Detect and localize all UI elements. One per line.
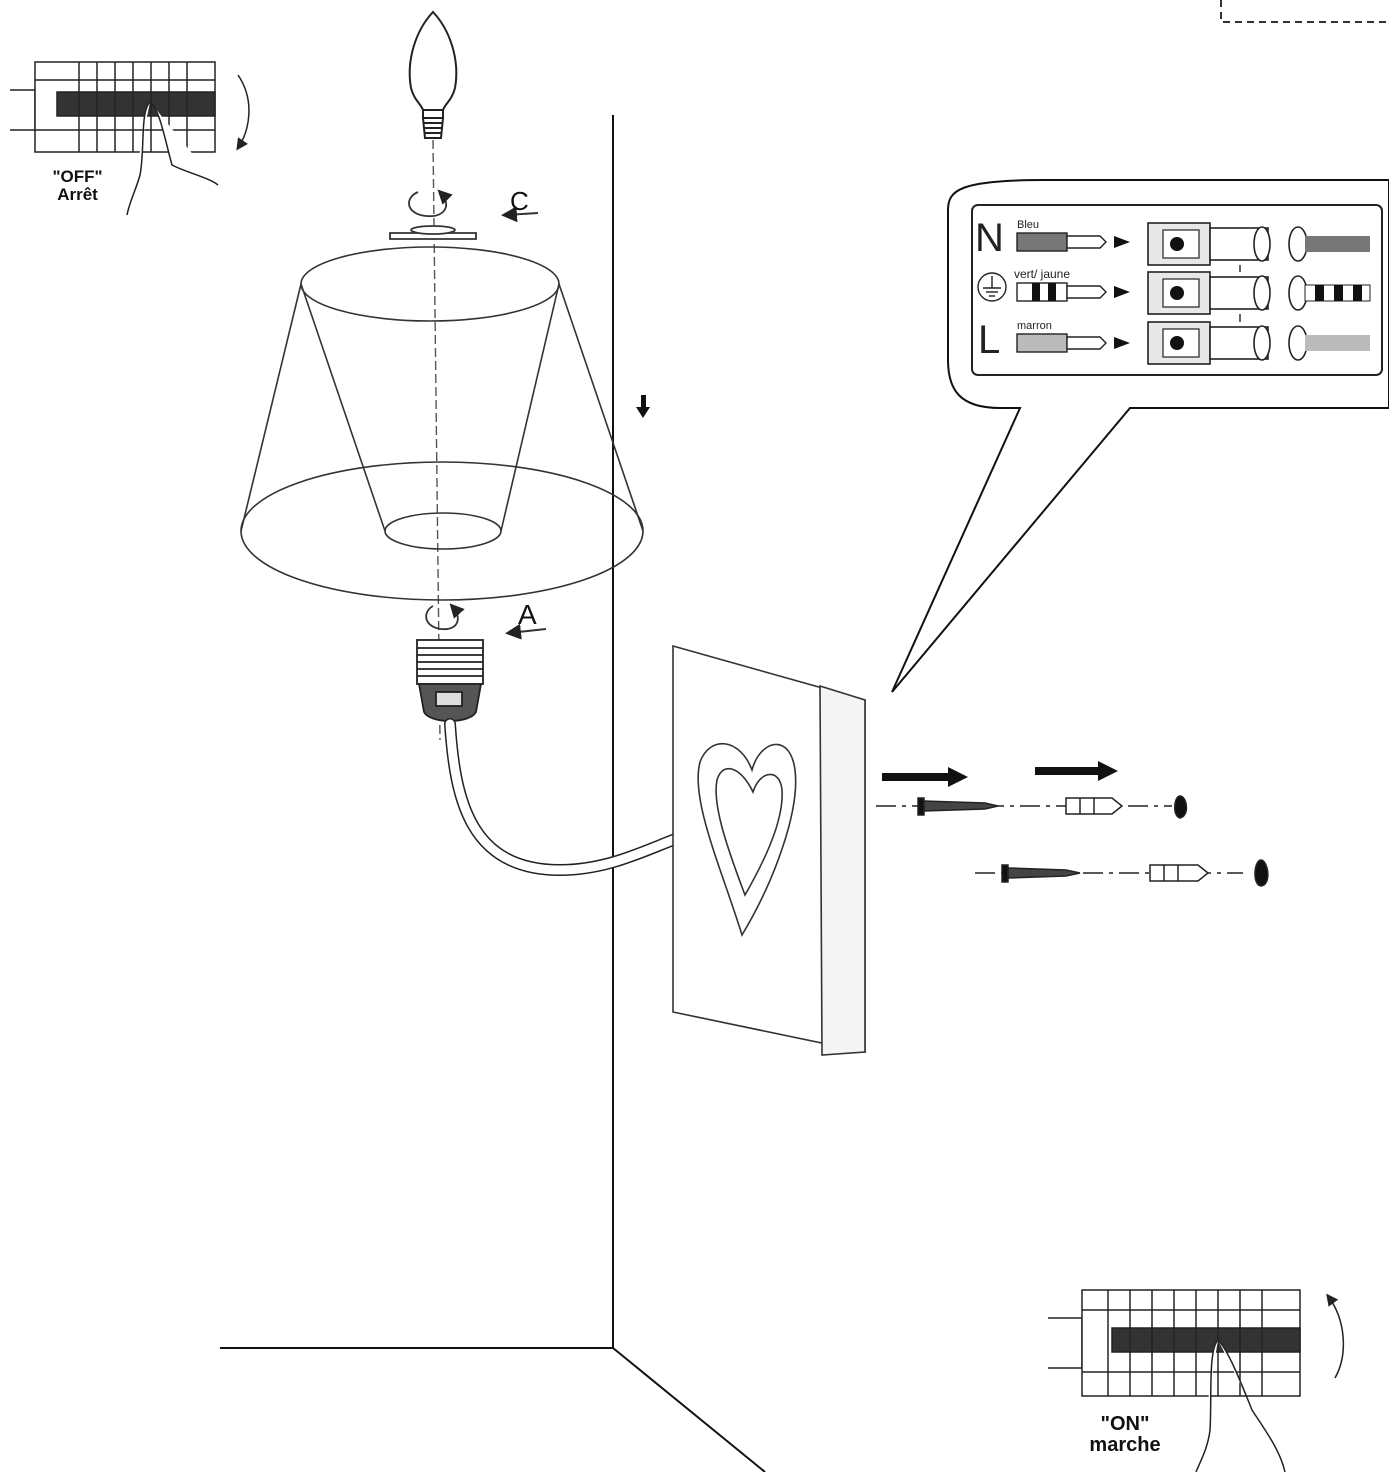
down-arrow-icon: [636, 395, 650, 418]
dashed-frame: [1220, 0, 1389, 23]
arrow-a: [505, 623, 547, 640]
earth-icon: [977, 272, 1007, 302]
earth-wire-row: [977, 271, 1371, 315]
neutral-symbol: N: [975, 216, 1004, 260]
light-bulb: [408, 10, 458, 139]
breaker-panel-off: [10, 61, 250, 216]
live-symbol: L: [978, 318, 1001, 362]
breaker-off-label: "OFF" Arrêt: [30, 168, 125, 204]
screw-set-1: [876, 795, 1188, 819]
lamp-socket: [416, 639, 484, 722]
breaker-off-label-line1: "OFF": [52, 167, 103, 186]
live-color-label: marron: [1017, 320, 1052, 332]
screw-set-2: [975, 859, 1269, 887]
breaker-on-label-line1: "ON": [1100, 1413, 1150, 1435]
shade-ring: [389, 225, 477, 240]
fixing-arrows: [882, 761, 1118, 787]
breaker-on-label-line2: marche: [1089, 1434, 1161, 1456]
wall-corner: [220, 115, 766, 1472]
live-wire-row: [1016, 321, 1370, 365]
breaker-on-label: "ON" marche: [1070, 1414, 1180, 1456]
breaker-off-label-line2: Arrêt: [57, 184, 98, 204]
neutral-color-label: Bleu: [1017, 219, 1040, 231]
breaker-panel-on: [1048, 1289, 1345, 1472]
arrow-c: [501, 206, 539, 223]
lamp-shade: [240, 246, 644, 601]
neutral-wire-row: [1016, 222, 1370, 266]
rotate-icon-a: [425, 603, 465, 630]
earth-color-label: vert/ jaune: [1014, 267, 1071, 281]
letter-c: C: [510, 186, 529, 216]
rotate-icon-c: [408, 189, 453, 217]
letter-a: A: [518, 599, 537, 630]
wall-plate: [672, 644, 866, 1056]
